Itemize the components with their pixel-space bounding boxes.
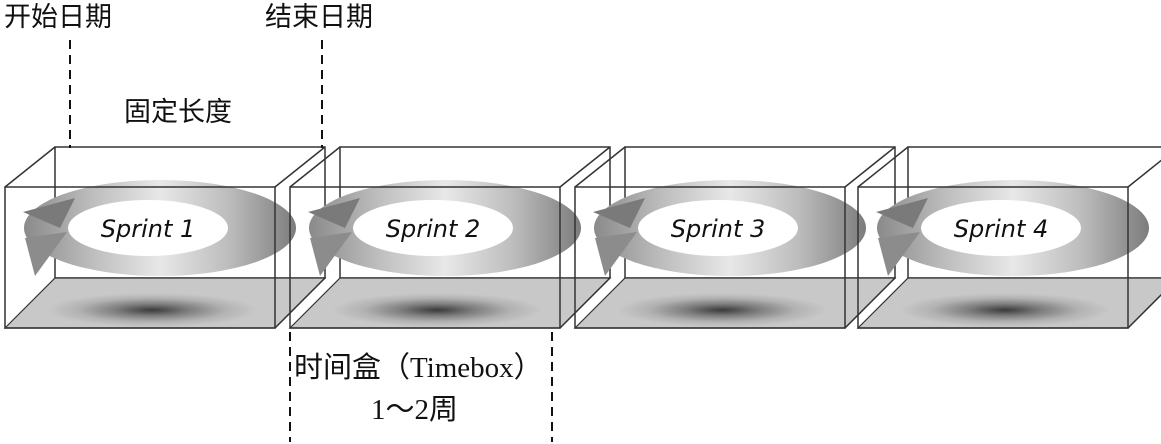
arrow-tail bbox=[310, 232, 352, 276]
sprint-label-4: Sprint 4 bbox=[954, 215, 1049, 243]
ring-shadow bbox=[617, 293, 827, 327]
ring-inner bbox=[68, 200, 228, 256]
sprint-label-3: Sprint 3 bbox=[671, 215, 766, 243]
arrow-head bbox=[876, 198, 928, 228]
arrow-head bbox=[308, 198, 360, 228]
ring-inner bbox=[353, 200, 513, 256]
sprint-box-4: Sprint 4 bbox=[856, 146, 1161, 329]
box-front bbox=[574, 186, 846, 329]
start-date-label: 开始日期 bbox=[4, 2, 112, 33]
sprint-label-1: Sprint 1 bbox=[101, 215, 196, 243]
box-front bbox=[857, 186, 1129, 329]
arrow-tail bbox=[878, 232, 920, 276]
box-front bbox=[289, 186, 561, 329]
ring-shadow bbox=[332, 293, 542, 327]
fixed-length-label: 固定长度 bbox=[124, 97, 232, 128]
box-front bbox=[4, 186, 276, 329]
arrow-tail bbox=[595, 232, 637, 276]
duration-label: 1～2周 bbox=[371, 394, 459, 426]
sprint-label-2: Sprint 2 bbox=[386, 215, 481, 243]
sprint-box-3: Sprint 3 bbox=[573, 146, 897, 329]
ring-shadow bbox=[900, 293, 1110, 327]
end-date-label: 结束日期 bbox=[265, 2, 373, 33]
ring-inner bbox=[638, 200, 798, 256]
sprint-box-2: Sprint 2 bbox=[288, 146, 612, 329]
arrow-head bbox=[593, 198, 645, 228]
arrow-tail bbox=[25, 232, 67, 276]
arrow-head bbox=[23, 198, 75, 228]
ring-inner bbox=[921, 200, 1081, 256]
timebox-label: 时间盒（Timebox） bbox=[294, 352, 543, 384]
sprint-box-1: Sprint 1 bbox=[3, 146, 327, 329]
ring-shadow bbox=[47, 293, 257, 327]
